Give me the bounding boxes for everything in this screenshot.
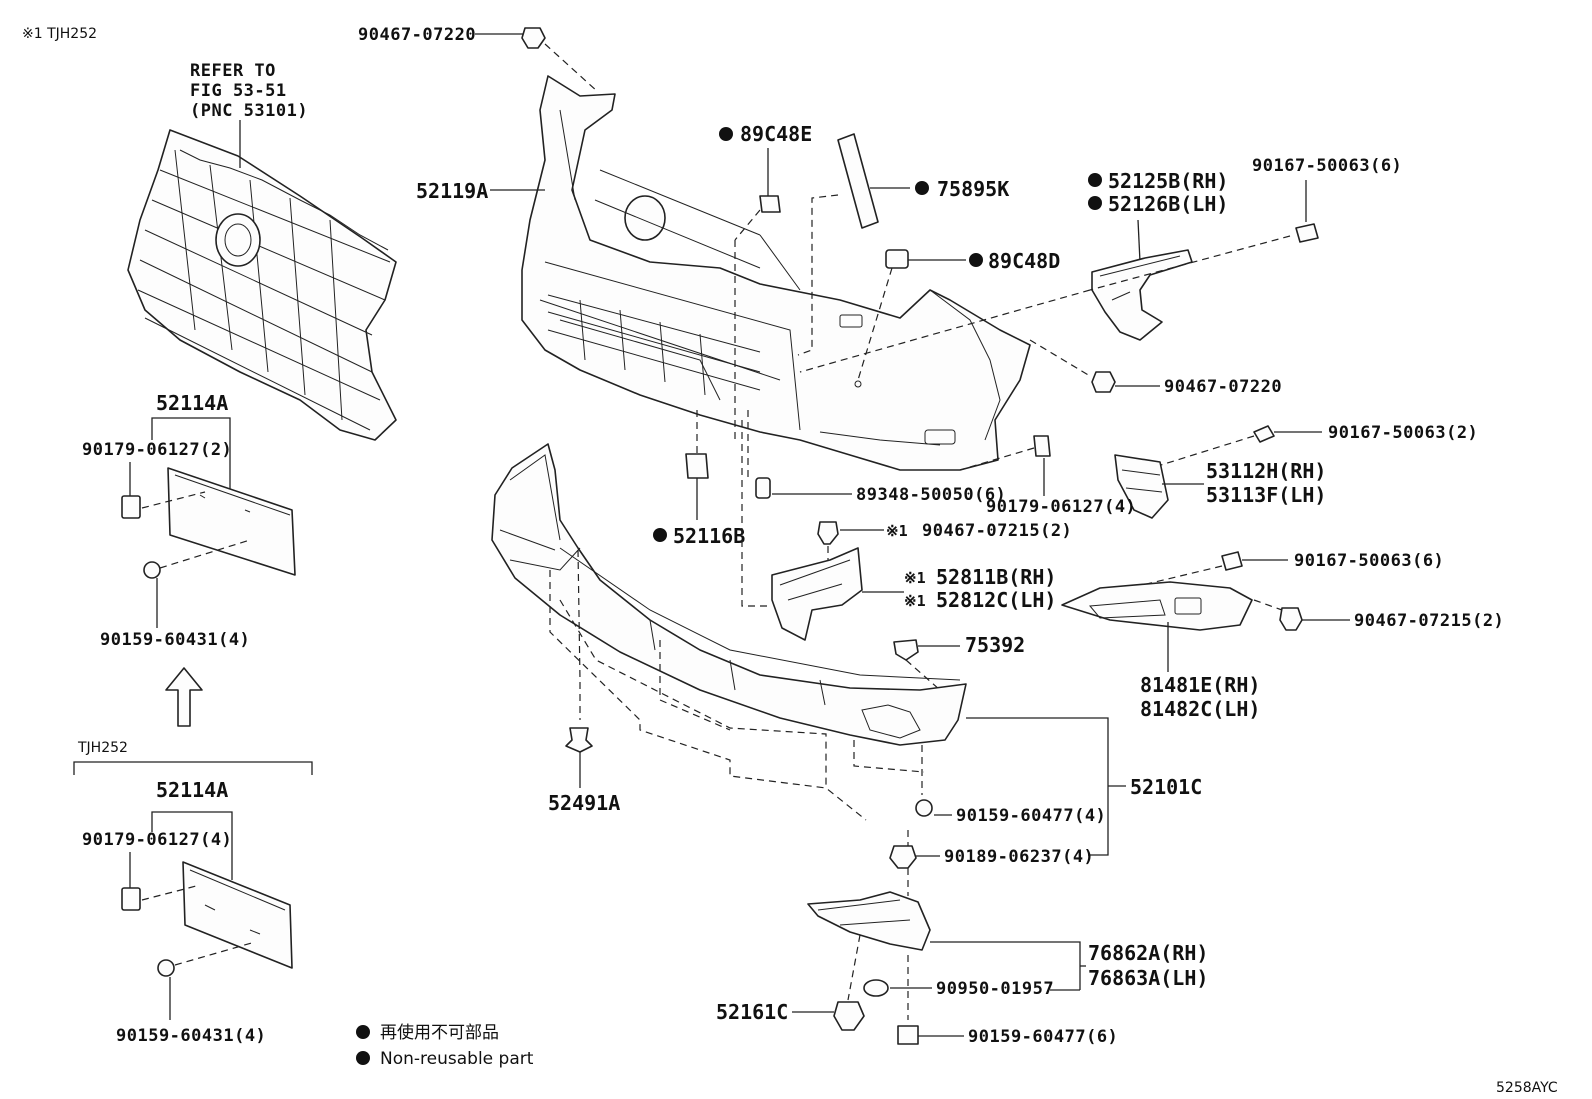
label-52114A-b: 52114A	[156, 778, 228, 802]
bullet-75895K	[915, 181, 929, 195]
label-90167-50063-6b: 90167-50063(6)	[1294, 551, 1444, 571]
refer-note-2: FIG 53-51	[190, 81, 287, 101]
sensor-cover-icon	[685, 453, 709, 479]
screw-icon	[143, 561, 161, 579]
screw-icon-60477-6	[897, 1025, 919, 1045]
clip-icon-mid	[1091, 371, 1116, 393]
label-52161C: 52161C	[716, 1000, 788, 1024]
license-bracket-b	[182, 861, 293, 969]
clip-nut-icon-b	[121, 887, 141, 911]
label-90159-60431-b: 90159-60431(4)	[116, 1026, 266, 1046]
label-75895K: 75895K	[937, 177, 1009, 201]
bullet-89C48E	[719, 127, 733, 141]
label-89348: 89348-50050(6)	[856, 485, 1006, 505]
bullet-52116B	[653, 528, 667, 542]
label-52119A: 52119A	[416, 179, 488, 203]
license-bracket-a	[167, 467, 296, 576]
label-90159-60431-a: 90159-60431(4)	[100, 630, 250, 650]
label-90189-06237-4: 90189-06237(4)	[944, 847, 1094, 867]
sensor-icon	[755, 477, 771, 499]
label-52116B: 52116B	[673, 524, 745, 548]
label-76862A: 76862A(RH)	[1088, 941, 1208, 965]
legend-jp: 再使用不可部品	[380, 1022, 499, 1043]
screw-icon-b	[157, 959, 175, 977]
sensor-bracket-icon	[885, 249, 909, 269]
refer-note-1: REFER TO	[190, 61, 276, 81]
clip-icon-52161C	[833, 1001, 865, 1031]
label-90950-01957: 90950-01957	[936, 979, 1054, 999]
label-53112H: 53112H(RH)	[1206, 459, 1326, 483]
label-52125B: 52125B(RH)	[1108, 169, 1228, 193]
bracket-75392-icon	[893, 639, 919, 661]
screw-icon-60477	[915, 799, 933, 817]
sensor-retainer-icon	[759, 195, 781, 213]
bumper-bracket-side	[771, 547, 863, 641]
label-75392: 75392	[965, 633, 1025, 657]
clip-icon-top	[521, 27, 546, 49]
label-90167-50063-6a: 90167-50063(6)	[1252, 156, 1402, 176]
refer-note-3: (PNC 53101)	[190, 101, 308, 121]
clip-icon-06237	[889, 845, 917, 869]
label-90179-06127-2: 90179-06127(2)	[82, 440, 232, 460]
bumper-lower-bracket	[807, 891, 931, 951]
bumper-retainer-upper	[521, 75, 1031, 471]
label-81482C: 81482C(LH)	[1140, 697, 1260, 721]
label-52491A: 52491A	[548, 791, 620, 815]
label-52126B: 52126B(LH)	[1108, 192, 1228, 216]
top-note: ※1 TJH252	[22, 26, 97, 42]
label-90467-07215-2a: 90467-07215(2)	[922, 521, 1072, 541]
screw-icon-tr	[1295, 223, 1319, 243]
label-76863A: 76863A(LH)	[1088, 966, 1208, 990]
plug-icon	[863, 979, 889, 997]
label-90159-60477-4: 90159-60477(4)	[956, 806, 1106, 826]
up-arrow-icon	[165, 667, 203, 727]
label-90159-60477-6: 90159-60477(6)	[968, 1027, 1118, 1047]
clip-nut-icon-mid	[1033, 435, 1051, 457]
bullet-52126B	[1088, 196, 1102, 210]
label-52101C: 52101C	[1130, 775, 1202, 799]
label-89C48D: 89C48D	[988, 249, 1060, 273]
bullet-icon	[356, 1025, 370, 1039]
label-81481E: 81481E(RH)	[1140, 673, 1260, 697]
ref-mark-2: ※1	[904, 569, 926, 587]
label-90467-07220-top: 90467-07220	[358, 25, 476, 45]
screw-icon-b2	[1221, 551, 1243, 571]
strip-75895K	[837, 133, 879, 229]
diagram-code: 5258AYC	[1496, 1080, 1558, 1096]
label-52812C: 52812C(LH)	[936, 588, 1056, 612]
label-90167-50063-2: 90167-50063(2)	[1328, 423, 1478, 443]
label-89C48E: 89C48E	[740, 122, 812, 146]
ref-mark-3: ※1	[904, 592, 926, 610]
label-53113F: 53113F(LH)	[1206, 483, 1326, 507]
label-90179-06127-4b: 90179-06127(4)	[82, 830, 232, 850]
label-90179-06127-4mid: 90179-06127(4)	[986, 497, 1136, 517]
bullet-icon-2	[356, 1051, 370, 1065]
legend-en: Non-reusable part	[380, 1049, 534, 1069]
clip-icon-07215a	[817, 521, 839, 545]
ref-mark-1: ※1	[886, 522, 908, 540]
clip-nut-icon	[121, 495, 141, 519]
clip-icon-07215b	[1279, 607, 1303, 631]
bumper-side-support	[1091, 249, 1193, 341]
bumper-cover-lower	[491, 443, 967, 746]
bullet-52125B	[1088, 173, 1102, 187]
label-52114A-a: 52114A	[156, 391, 228, 415]
screw-icon-2	[1253, 425, 1275, 443]
label-90467-07215-2b: 90467-07215(2)	[1354, 611, 1504, 631]
bullet-89C48D	[969, 253, 983, 267]
tjh-label: TJH252	[77, 740, 128, 756]
grille-assembly	[127, 129, 397, 441]
label-52811B: 52811B(RH)	[936, 565, 1056, 589]
label-90467-07220-mid: 90467-07220	[1164, 377, 1282, 397]
retainer-52491A-icon	[565, 727, 593, 753]
